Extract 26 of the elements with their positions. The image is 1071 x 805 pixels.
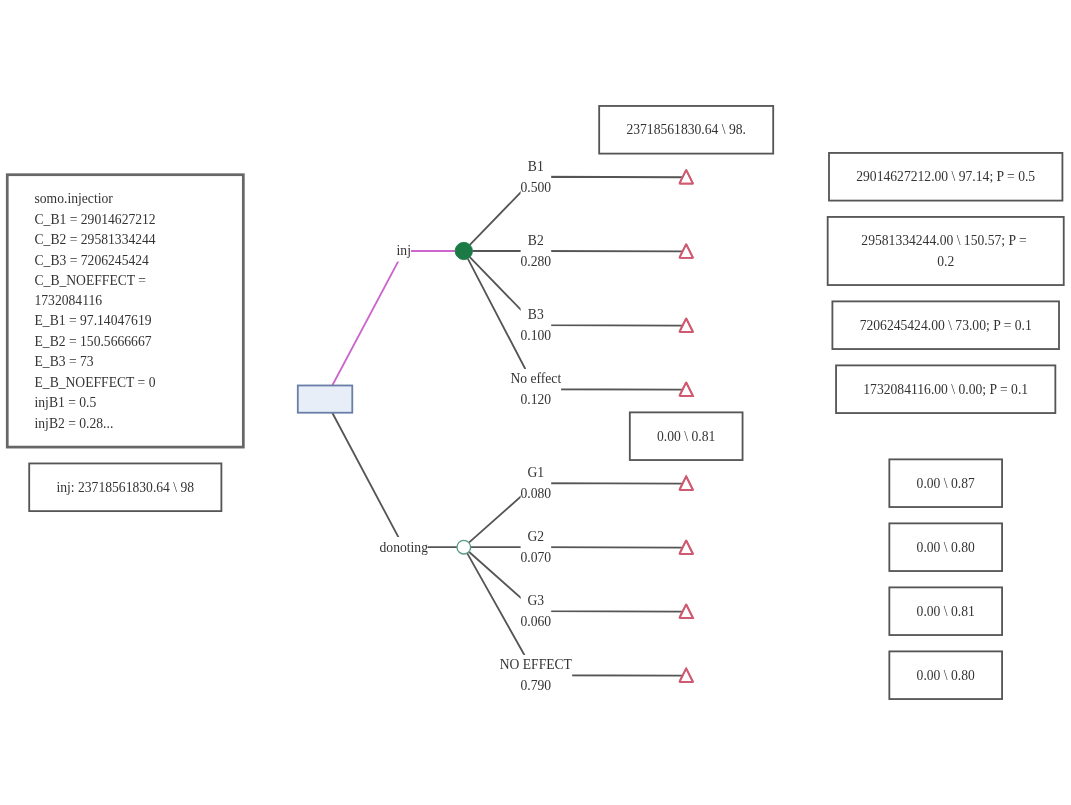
node-box (296, 384, 354, 414)
node-box: somo.injectior C_B1 = 29014627212 C_B2 = 29581334244 C_B3 = 7206245424 C_B_NOEFFECT = 1732084116 E_B1 = 97.14047619 E_B2 = 150.5666667 E_B3 = 73 E_B_NOEFFECT = 0 injB1 = 0.5 injB2 = 0.28... (5, 173, 245, 449)
node-box: 0.00 \ 0.87 (888, 458, 1003, 508)
edge-label: B2 0.280 (520, 233, 552, 269)
edge-label: No effect 0.120 (510, 371, 562, 407)
node-circle (454, 241, 473, 261)
node-box: inj: 23718561830.64 \ 98 (28, 462, 223, 512)
node-box: 29014627212.00 \ 97.14; P = 0.5 (828, 152, 1064, 202)
edge-label: inj (396, 243, 411, 259)
edge-label: NO EFFECT 0.790 (499, 657, 572, 693)
node-box: 7206245424.00 \ 73.00; P = 0.1 (831, 300, 1060, 350)
node-box: 23718561830.64 \ 98. (598, 105, 775, 155)
node-box: 0.00 \ 0.80 (888, 522, 1003, 572)
edge-label: G3 0.060 (520, 593, 552, 629)
node-box: 0.00 \ 0.80 (888, 650, 1003, 700)
node-circle (456, 539, 472, 555)
edge-label: G1 0.080 (520, 465, 552, 501)
edge-label: donoting (379, 539, 428, 555)
node-box: 0.00 \ 0.81 (628, 411, 744, 461)
node-box: 1732084116.00 \ 0.00; P = 0.1 (835, 364, 1057, 414)
node-box: 29581334244.00 \ 150.57; P = 0.2 (826, 216, 1065, 286)
connector (331, 250, 457, 387)
node-box: 0.00 \ 0.81 (888, 586, 1003, 636)
edge-label: B3 0.100 (520, 307, 552, 343)
edge-label: B1 0.500 (520, 159, 552, 195)
edge-label: G2 0.070 (520, 529, 552, 565)
